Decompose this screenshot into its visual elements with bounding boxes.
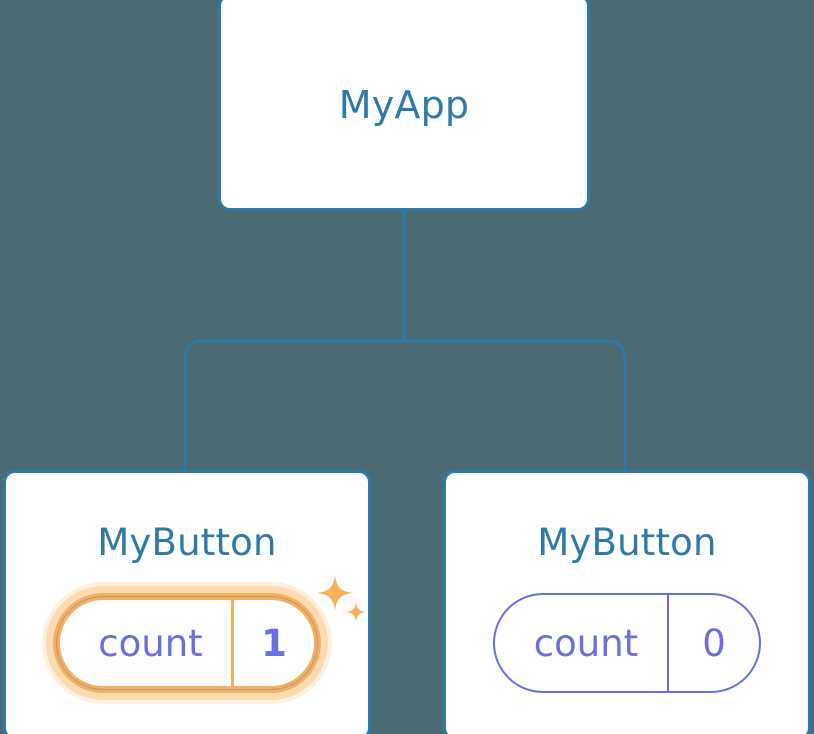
state-value: 1 [261, 621, 287, 665]
node-title: MyApp [338, 83, 470, 127]
node-mybutton-0[interactable]: MyButton count 1 [3, 470, 371, 734]
node-title: MyButton [97, 521, 277, 564]
state-pill-highlighted[interactable]: count 1 [53, 575, 366, 693]
state-value: 0 [702, 621, 726, 665]
state-pill[interactable]: count 1 [53, 593, 321, 693]
sparkle-group [317, 575, 366, 622]
state-key: count [60, 600, 234, 686]
node-mybutton-1[interactable]: MyButton count 0 [443, 470, 811, 734]
state-key: count [495, 595, 669, 691]
state-pill[interactable]: count 0 [493, 593, 761, 693]
sparkle-small-icon [346, 602, 366, 622]
state-pill-default[interactable]: count 0 [493, 593, 761, 693]
sparkle-large-icon [317, 575, 353, 611]
node-myapp[interactable]: MyApp [218, 0, 590, 211]
edge-split-bar [183, 339, 627, 470]
node-title: MyButton [537, 521, 717, 564]
